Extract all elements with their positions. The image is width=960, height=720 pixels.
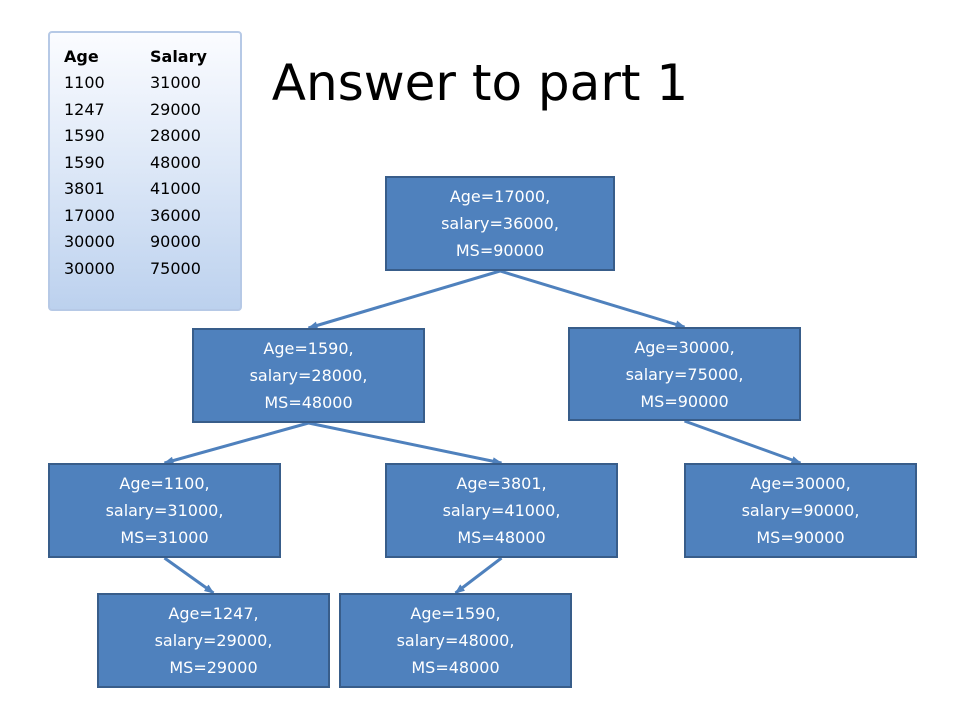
edge-root-to-right (499, 269, 686, 329)
table-row: 1247 29000 (64, 96, 207, 123)
cell-salary: 31000 (150, 73, 201, 93)
node-ms: MS=29000 (169, 658, 258, 677)
node-ms: MS=48000 (457, 528, 546, 547)
table-row: 1590 28000 (64, 123, 207, 150)
node-salary: salary=75000, (625, 364, 744, 384)
node-salary: salary=41000, (442, 501, 561, 520)
node-age: Age=1100, (119, 474, 210, 493)
cell-salary: 41000 (150, 179, 201, 199)
node-ms: MS=90000 (756, 528, 845, 547)
edge-left-to-left-right (308, 421, 503, 466)
table-row: 1590 48000 (64, 149, 207, 176)
tree-node-left-left: Age=1100, salary=31000, MS=31000 (48, 463, 281, 558)
header-age: Age (64, 46, 99, 66)
cell-age: 3801 (64, 179, 105, 199)
node-salary: salary=29000, (154, 631, 273, 650)
tree-node-left: Age=1590, salary=28000, MS=48000 (192, 328, 425, 423)
node-ms: MS=48000 (264, 393, 353, 412)
table-row: 17000 36000 (64, 202, 207, 229)
node-age: Age=1247, (168, 604, 259, 623)
edge-right-to-right-right (683, 419, 802, 465)
cell-salary: 90000 (150, 232, 201, 252)
table-row: 1100 31000 (64, 70, 207, 97)
cell-age: 30000 (64, 232, 115, 252)
tree-node-root: Age=17000, salary=36000, MS=90000 (385, 176, 615, 271)
cell-age: 1590 (64, 152, 105, 172)
tree-node-left-right-left: Age=1590, salary=48000, MS=48000 (339, 593, 572, 688)
edge-left-right-to-left-right-left (454, 556, 503, 595)
data-table: Age Salary 1100 31000 1247 29000 1590 28… (64, 43, 207, 282)
edge-root-to-left (307, 269, 501, 330)
tree-node-left-right: Age=3801, salary=41000, MS=48000 (385, 463, 618, 558)
cell-age: 1247 (64, 99, 105, 119)
cell-salary: 36000 (150, 205, 201, 225)
table-row: 3801 41000 (64, 176, 207, 203)
cell-age: 1590 (64, 126, 105, 146)
table-row: 30000 90000 (64, 229, 207, 256)
data-table-box: Age Salary 1100 31000 1247 29000 1590 28… (48, 31, 242, 311)
node-age: Age=3801, (456, 474, 547, 493)
node-ms: MS=90000 (455, 241, 545, 260)
table-row: 30000 75000 (64, 255, 207, 282)
cell-salary: 48000 (150, 152, 201, 172)
cell-salary: 75000 (150, 258, 201, 278)
node-age: Age=30000, (634, 337, 735, 357)
header-salary: Salary (150, 46, 207, 66)
tree-node-left-left-right: Age=1247, salary=29000, MS=29000 (97, 593, 330, 688)
table-header-row: Age Salary (64, 43, 207, 70)
cell-age: 17000 (64, 205, 115, 225)
node-age: Age=30000, (750, 474, 851, 493)
cell-salary: 29000 (150, 99, 201, 119)
tree-node-right: Age=30000, salary=75000, MS=90000 (568, 327, 801, 421)
tree-node-right-right: Age=30000, salary=90000, MS=90000 (684, 463, 917, 558)
node-salary: salary=90000, (741, 501, 860, 520)
node-ms: MS=90000 (640, 391, 729, 411)
node-salary: salary=28000, (249, 366, 368, 385)
node-ms: MS=31000 (120, 528, 209, 547)
node-age: Age=1590, (410, 604, 501, 623)
slide-title: Answer to part 1 (271, 54, 689, 112)
node-age: Age=1590, (263, 339, 354, 358)
edge-left-left-to-left-left-right (163, 556, 215, 595)
node-salary: salary=31000, (105, 501, 224, 520)
cell-salary: 28000 (150, 126, 201, 146)
node-ms: MS=48000 (411, 658, 500, 677)
node-salary: salary=36000, (441, 214, 559, 233)
node-salary: salary=48000, (396, 631, 515, 650)
edge-left-to-left-left (163, 421, 309, 465)
cell-age: 1100 (64, 73, 105, 93)
node-age: Age=17000, (449, 187, 551, 206)
cell-age: 30000 (64, 258, 115, 278)
